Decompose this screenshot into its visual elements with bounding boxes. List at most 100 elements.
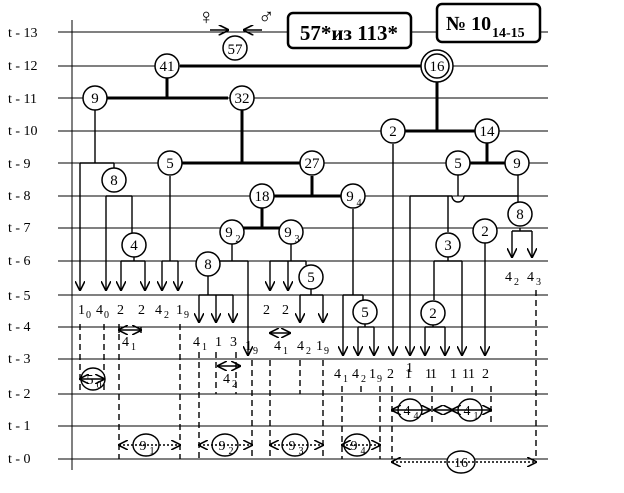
title-box xyxy=(286,11,413,50)
row-label-t9: t - 9 xyxy=(8,157,31,172)
thick-connectors xyxy=(107,64,505,230)
label-4-3-t6-sub: 3 xyxy=(536,277,541,288)
row-label-t11: t - 11 xyxy=(8,92,37,107)
male-symbol: ♂ xyxy=(258,4,275,29)
label-1-g: 1 xyxy=(462,367,469,382)
label-4-1-b: 4 xyxy=(274,339,281,354)
node-8-right: 8 xyxy=(516,207,524,223)
node-9-4-sub: 4 xyxy=(357,198,362,209)
segment-16: 16 xyxy=(454,456,468,471)
segment-9-1: 9 xyxy=(140,439,147,454)
node-57-circle xyxy=(222,35,248,61)
node-2-t10: 2 xyxy=(389,124,397,140)
node-5-t4: 5 xyxy=(361,305,369,321)
node-5-t9-left: 5 xyxy=(166,156,174,172)
label-1-9-c-sub: 9 xyxy=(377,374,382,385)
node-18: 18 xyxy=(255,189,270,205)
node-2-t7: 2 xyxy=(481,224,489,240)
node-9-3-main: 9 xyxy=(284,225,292,241)
labels-t6: 4 2 4 3 xyxy=(505,270,541,288)
label-2-b: 2 xyxy=(138,303,145,318)
segment-9-2: 9 xyxy=(219,439,226,454)
label-4-2-t5: 4 xyxy=(155,303,162,318)
label-4-1-a: 4 xyxy=(193,335,200,350)
node-9-2-main: 9 xyxy=(225,225,233,241)
label-1-9-a-sub: 9 xyxy=(253,346,258,357)
node-8-center: 8 xyxy=(204,257,212,273)
segment-4-4-sub: 4 xyxy=(414,411,419,422)
label-4-1-c: 4 xyxy=(122,335,129,350)
label-2-d: 2 xyxy=(282,303,289,318)
label-4-1-d-sub: 1 xyxy=(343,374,348,385)
row-label-t10: t - 10 xyxy=(8,124,38,139)
label-2-e: 2 xyxy=(387,367,394,382)
node-2-t4: 2 xyxy=(429,306,437,322)
label-1-mid: 1 xyxy=(215,335,222,350)
node-3: 3 xyxy=(444,238,452,254)
label-4-2-d: 4 xyxy=(352,367,359,382)
node-9-3-sub: 3 xyxy=(295,234,300,245)
row-label-t4: t - 4 xyxy=(8,320,31,335)
labels-t3: 4 2 1 1 1 1 xyxy=(223,361,475,390)
node-14: 14 xyxy=(480,124,496,140)
node-5-t9-right: 5 xyxy=(454,156,462,172)
label-4-1-d: 4 xyxy=(334,367,341,382)
node-4: 4 xyxy=(130,238,138,254)
label-4-3-t6: 4 xyxy=(527,270,534,285)
label-4-0: 4 xyxy=(96,303,103,318)
row-label-t2: t - 2 xyxy=(8,387,31,402)
segment-9-4: 9 xyxy=(351,439,358,454)
label-1-0: 1 xyxy=(78,303,85,318)
segment-ovals xyxy=(80,367,483,474)
segment-4-1: 4 xyxy=(464,404,471,419)
label-4-2-b: 4 xyxy=(297,339,304,354)
label-4-0-sub: 0 xyxy=(104,310,109,321)
label-1-9-b-sub: 9 xyxy=(324,346,329,357)
label-4-2-c: 4 xyxy=(223,372,230,387)
label-1-r1: 1 xyxy=(406,361,413,376)
label-4-2-d-sub: 2 xyxy=(361,374,366,385)
thin-connectors xyxy=(80,110,532,355)
node-9: 9 xyxy=(91,91,99,107)
label-4-2-t6: 4 xyxy=(505,270,512,285)
header: ♀ ♂ 57 57*из 113* № 10 14-15 xyxy=(198,2,542,61)
row-labels: t - 13 t - 12 t - 11 t - 10 t - 9 t - 8 … xyxy=(8,26,38,467)
segment-9-3-sub: 3 xyxy=(299,446,304,457)
node-27: 27 xyxy=(305,156,321,172)
row-label-t7: t - 7 xyxy=(8,221,31,236)
female-symbol: ♀ xyxy=(198,4,215,29)
label-4-2-t6-sub: 2 xyxy=(514,277,519,288)
labels-t5: 1 0 4 0 2 2 4 2 1 9 2 2 xyxy=(78,303,289,321)
title-sub: 14-15 xyxy=(492,26,525,41)
node-9-2-sub: 2 xyxy=(236,234,241,245)
label-1-9-c: 1 xyxy=(369,367,376,382)
number-box xyxy=(435,2,542,44)
row-label-t1: t - 1 xyxy=(8,419,31,434)
label-1-f: 1 xyxy=(425,367,432,382)
label-2-f: 2 xyxy=(482,367,489,382)
row-label-t6: t - 6 xyxy=(8,254,31,269)
segment-9-3: 9 xyxy=(289,439,296,454)
node-32: 32 xyxy=(235,91,250,107)
label-1-9-t5-sub: 9 xyxy=(184,310,189,321)
segment-ranges xyxy=(80,379,536,462)
small-brackets xyxy=(119,327,290,366)
node-9-t9-right: 9 xyxy=(513,156,521,172)
label-4-2-t5-sub: 2 xyxy=(164,310,169,321)
segment-9-1-sub: 1 xyxy=(150,446,155,457)
row-label-t5: t - 5 xyxy=(8,289,31,304)
label-4-2-b-sub: 2 xyxy=(306,346,311,357)
label-2-c: 2 xyxy=(263,303,270,318)
row-label-t3: t - 3 xyxy=(8,352,31,367)
nodes xyxy=(82,53,533,326)
node-labels: 41 16 9 32 2 14 8 5 27 5 9 18 9 4 4 8 9 … xyxy=(91,59,524,322)
node-41: 41 xyxy=(160,59,175,75)
segment-5-0: 5 xyxy=(87,373,94,388)
row-label-t12: t - 12 xyxy=(8,59,38,74)
segment-4-4: 4 xyxy=(404,404,411,419)
label-4-2-c-sub: 2 xyxy=(232,379,237,390)
label-3-mid: 3 xyxy=(230,335,237,350)
label-2-a: 2 xyxy=(117,303,124,318)
node-5-t6: 5 xyxy=(307,270,315,286)
label-4-1-a-sub: 1 xyxy=(202,342,207,353)
